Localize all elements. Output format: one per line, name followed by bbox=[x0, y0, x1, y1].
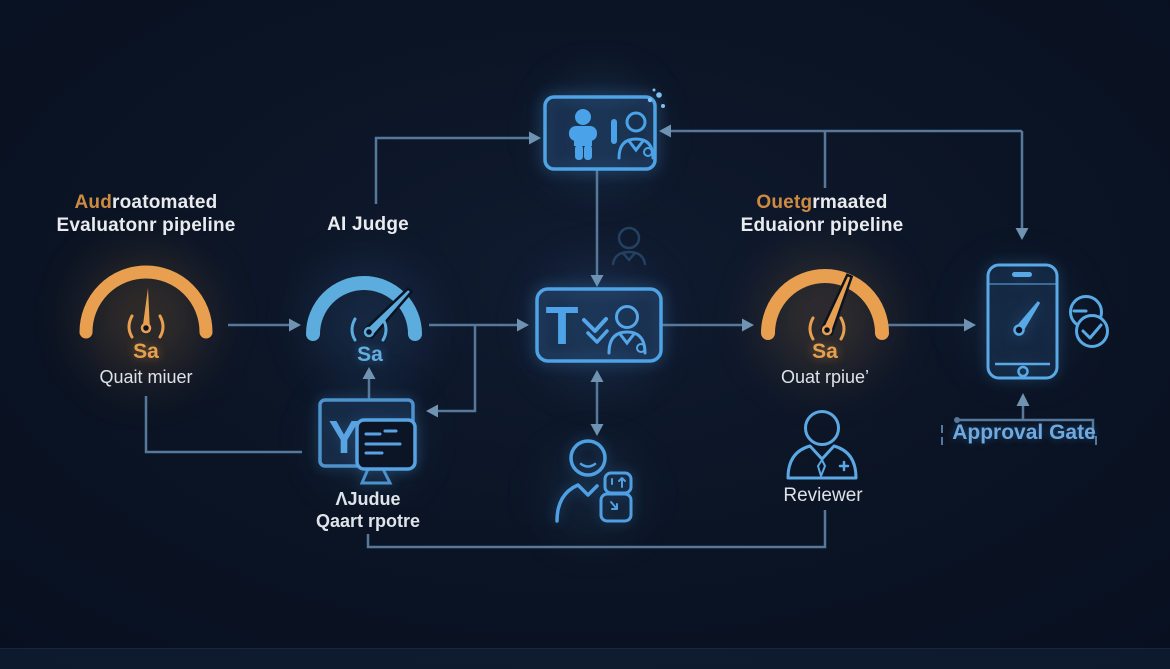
bottom-band bbox=[0, 648, 1170, 669]
ai-judge-title: AI Judge bbox=[327, 214, 409, 235]
approval-phone bbox=[986, 263, 1059, 380]
output-gauge-caption: Ouat rpiue’ bbox=[780, 367, 870, 387]
sparkle-dots-icon bbox=[647, 88, 665, 108]
eval-pipeline-title: Audroatomated Evaluatonr pipeline bbox=[26, 191, 266, 237]
edge-reviewer-to-report bbox=[366, 510, 827, 549]
phone-home-button bbox=[1017, 365, 1029, 378]
handoff-panel-frame bbox=[543, 95, 657, 171]
eval-pipeline-title-line2: Evaluatonr pipeline bbox=[56, 215, 236, 236]
quality-gauge-value: Sa bbox=[133, 340, 159, 363]
pending-check-clock-icon bbox=[1069, 295, 1109, 348]
plus-icon bbox=[838, 460, 850, 472]
letter-t-glyph: T bbox=[546, 296, 579, 356]
judge-report-label: ΛJudue Qaart rpotre bbox=[288, 488, 448, 532]
ai-judge-gauge-value: Sa bbox=[357, 343, 383, 366]
reviewer-label: Reviewer bbox=[783, 485, 863, 506]
gauge-arc bbox=[79, 265, 213, 339]
edge-gauge2-to-handoff bbox=[374, 136, 530, 204]
connector-lines bbox=[144, 129, 1024, 549]
profile-bust-icon bbox=[617, 111, 655, 160]
gauge-pivot-dot bbox=[140, 322, 152, 334]
analyst-person-icon bbox=[555, 439, 633, 523]
standing-person-icon bbox=[569, 109, 597, 160]
output-gauge-value: Sa bbox=[812, 340, 838, 363]
handoff-panel bbox=[543, 88, 665, 171]
approval-gate-label: Approval Gate bbox=[952, 421, 1096, 444]
approval-gate-frame bbox=[941, 393, 1097, 445]
edge-gauge1-to-report bbox=[144, 396, 302, 454]
report-text-lines bbox=[364, 429, 402, 455]
ghost-person-icon bbox=[611, 226, 647, 266]
double-check-chevrons-icon bbox=[582, 317, 609, 344]
output-pipeline-title-line2: Eduaionr pipeline bbox=[740, 215, 904, 236]
judge-report-label-line2: Qaart rpotre bbox=[315, 511, 421, 531]
phone-speaker bbox=[1012, 272, 1032, 277]
task-panel: T bbox=[535, 287, 663, 363]
gauge-arc bbox=[761, 269, 889, 340]
output-gauge bbox=[761, 269, 889, 341]
gauge-needle bbox=[142, 288, 150, 332]
reviewer-person-icon bbox=[786, 410, 858, 480]
gauge-pivot-dot bbox=[363, 326, 375, 338]
divider-bar-icon bbox=[611, 119, 617, 144]
phone-gauge-needle bbox=[1015, 301, 1041, 333]
output-pipeline-title-line1: Ouetgrmaated bbox=[756, 192, 888, 213]
gauge-pivot-marks bbox=[808, 316, 846, 341]
output-pipeline-title: Ouetgrmaated Eduaionr pipeline bbox=[702, 191, 942, 237]
letter-y-glyph: Y bbox=[329, 411, 360, 463]
judge-report-label-line1: ΛJudue bbox=[335, 489, 401, 509]
gauge-pivot-dot bbox=[821, 324, 833, 336]
gauge-pivot-marks bbox=[127, 314, 165, 339]
eval-pipeline-title-line1: Audroatomated bbox=[74, 192, 218, 213]
up-arrowhead bbox=[1016, 393, 1030, 406]
checkmark-icon bbox=[1081, 323, 1103, 340]
edge-gauge2-to-task-and-report bbox=[429, 323, 518, 413]
ai-judge-gauge bbox=[306, 276, 422, 342]
edge-branch-to-handoff-and-phone bbox=[671, 129, 1024, 229]
task-person-bust-icon bbox=[607, 305, 647, 355]
judge-report-monitor: Y bbox=[318, 398, 417, 485]
monitor-stand bbox=[359, 468, 393, 485]
gauge-needle bbox=[366, 290, 410, 336]
phone-needle-pivot bbox=[1013, 324, 1025, 336]
quality-gauge-caption: Quait miuer bbox=[99, 367, 193, 387]
gauge-arc bbox=[306, 276, 422, 341]
gauge-needle bbox=[823, 276, 851, 333]
quality-gauge bbox=[79, 265, 213, 339]
gauge-pivot-marks bbox=[350, 317, 388, 342]
connector-arrowheads bbox=[289, 124, 1029, 436]
